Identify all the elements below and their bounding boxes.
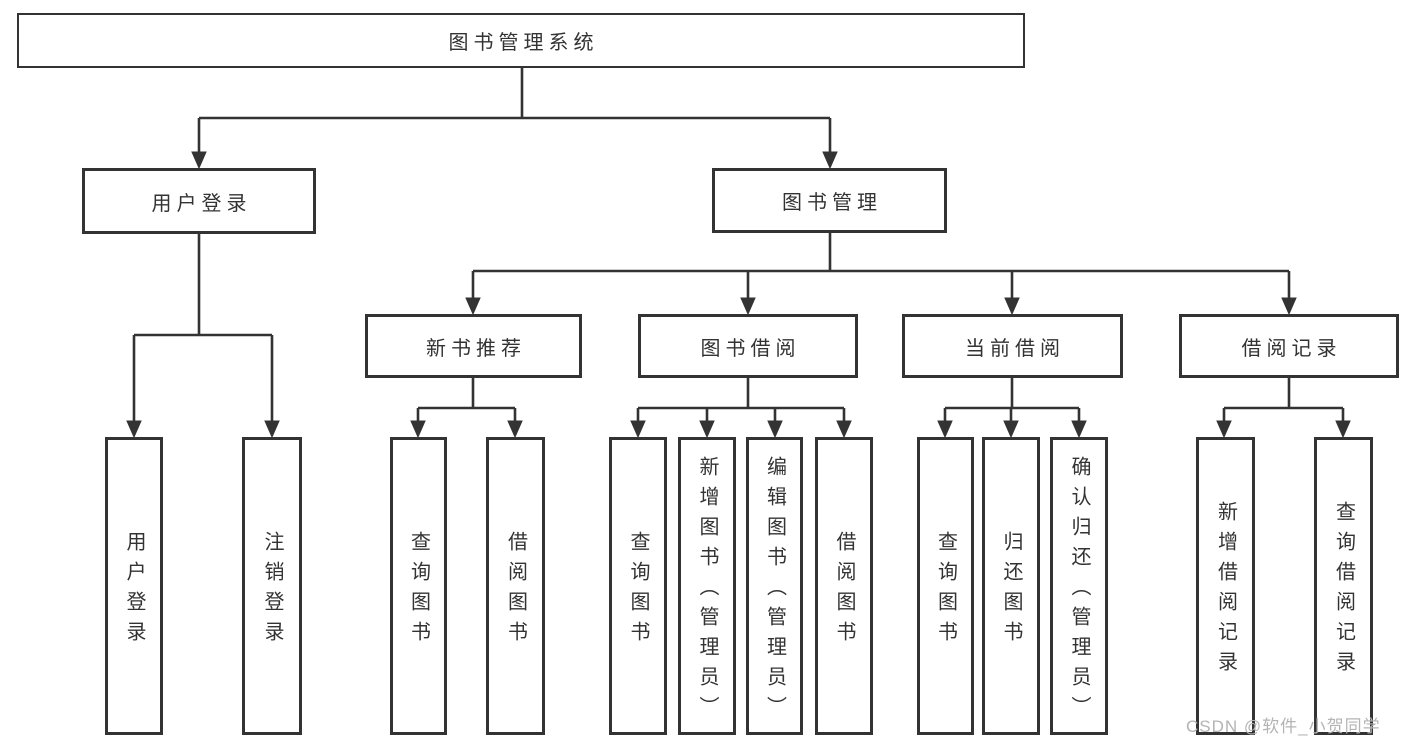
arrowhead <box>822 151 838 170</box>
leaf-edit-book-admin: 编辑图书（管理员） <box>746 437 803 735</box>
node-new-book-recommend: 新书推荐 <box>365 314 582 378</box>
arrowhead <box>1216 420 1232 439</box>
node-borrow-records: 借阅记录 <box>1179 314 1399 378</box>
arrowhead <box>1004 297 1020 316</box>
leaf-query-books: 查询图书 <box>390 437 447 735</box>
arrowhead <box>191 151 207 170</box>
node-current-borrowing: 当前借阅 <box>902 314 1123 378</box>
leaf-borrow-books: 借阅图书 <box>486 437 545 735</box>
csdn-watermark: CSDN @软件_小贺同学 <box>1186 717 1381 736</box>
arrowhead <box>630 420 646 439</box>
arrowhead <box>410 420 426 439</box>
arrowhead <box>264 420 280 439</box>
tree-edges <box>132 68 1345 423</box>
node-user-login: 用户登录 <box>82 168 316 234</box>
leaf-query-borrow-record: 查询借阅记录 <box>1314 437 1373 735</box>
leaf-user-login: 用户登录 <box>105 437 163 735</box>
leaf-return-book: 归还图书 <box>982 437 1040 735</box>
arrowhead <box>836 420 852 439</box>
leaf-query-books-3: 查询图书 <box>917 437 974 735</box>
arrowhead <box>507 420 523 439</box>
leaf-borrow-books-2: 借阅图书 <box>815 437 873 735</box>
arrowhead <box>1071 420 1087 439</box>
node-library-management-system: 图书管理系统 <box>17 13 1025 68</box>
arrowhead <box>465 297 481 316</box>
node-book-borrowing: 图书借阅 <box>638 314 858 378</box>
arrowhead <box>1003 420 1019 439</box>
leaf-add-book-admin: 新增图书（管理员） <box>678 437 736 735</box>
arrowhead <box>126 420 142 439</box>
leaf-query-books-2: 查询图书 <box>609 437 667 735</box>
arrowhead <box>740 297 756 316</box>
leaf-add-borrow-record: 新增借阅记录 <box>1196 437 1255 735</box>
arrowhead <box>767 420 783 439</box>
leaf-confirm-return-admin: 确认归还（管理员） <box>1050 437 1108 735</box>
arrowhead <box>1335 420 1351 439</box>
arrowhead <box>699 420 715 439</box>
node-book-management: 图书管理 <box>712 168 947 233</box>
arrowhead <box>937 420 953 439</box>
arrowhead <box>1281 297 1297 316</box>
leaf-logout: 注销登录 <box>242 437 302 735</box>
